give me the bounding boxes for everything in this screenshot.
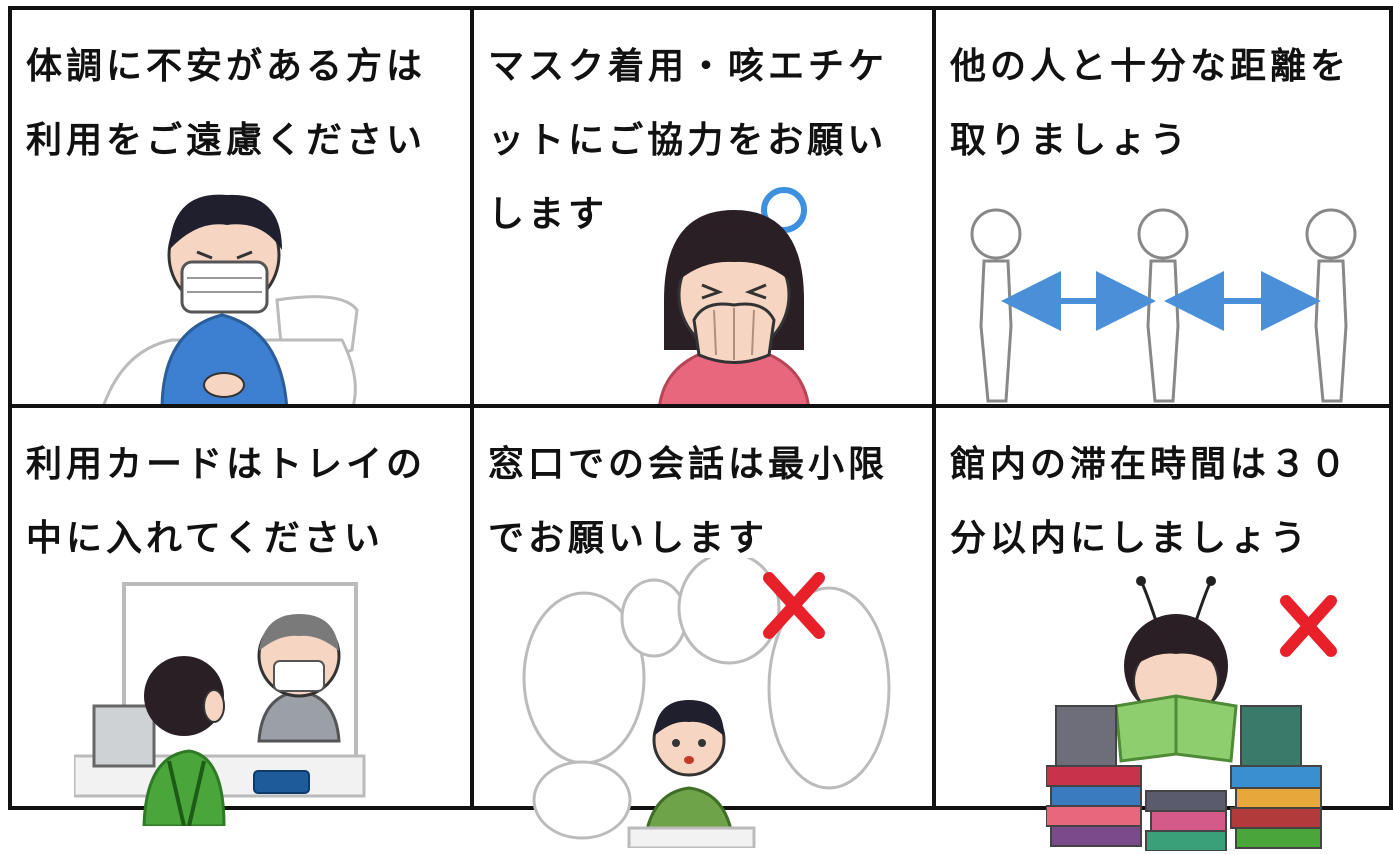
caption-line: 体調に不安がある方は [26,46,427,87]
caption-line: 取りましょう [950,120,1191,161]
panel-caption: 体調に不安がある方は 利用をご遠慮ください [26,30,458,178]
caption-line: 他の人と十分な距離を [950,46,1351,87]
caption-line: 中に入れてください [26,518,384,559]
caption-line: します [488,194,609,235]
person-coughing-icon [644,180,824,404]
panel-card: 利用カードはトレイの 中に入れてください [12,408,474,826]
counter-tray-icon [74,576,374,826]
speech-bubbles-icon [514,558,894,848]
panel-conversation: 窓口での会話は最小限 でお願いします [474,408,936,848]
caption-line: 分以内にしましょう [950,518,1311,559]
caption-line: でお願いします [488,518,769,559]
caption-line: 窓口での会話は最小限 [488,444,889,485]
caption-line: 館内の滞在時間は３０ [950,444,1351,485]
caption-line: ットにご協力をお願い [488,120,888,161]
panel-stay: 館内の滞在時間は３０ 分以内にしましょう [936,408,1389,851]
reading-books-icon [1046,576,1346,851]
social-distance-icon [966,206,1376,404]
panel-caption: 窓口での会話は最小限 でお願いします [488,428,920,576]
panel-caption: 館内の滞在時間は３０ 分以内にしましょう [950,428,1377,576]
caption-line: 利用カードはトレイの [26,444,427,485]
panel-mask: マスク着用・咳エチケ ットにご協力をお願い します [474,10,936,408]
sick-person-in-bed-icon [102,180,372,404]
caption-line: 利用をご遠慮ください [26,120,427,161]
caption-line: マスク着用・咳エチケ [488,46,889,87]
panel-health: 体調に不安がある方は 利用をご遠慮ください [12,10,474,408]
panel-caption: 他の人と十分な距離を 取りましょう [950,30,1377,178]
panel-distance: 他の人と十分な距離を 取りましょう [936,10,1389,408]
panel-caption: マスク着用・咳エチケ ットにご協力をお願い します [488,30,920,252]
panel-caption: 利用カードはトレイの 中に入れてください [26,428,458,576]
notice-board: 体調に不安がある方は 利用をご遠慮ください [8,6,1393,851]
